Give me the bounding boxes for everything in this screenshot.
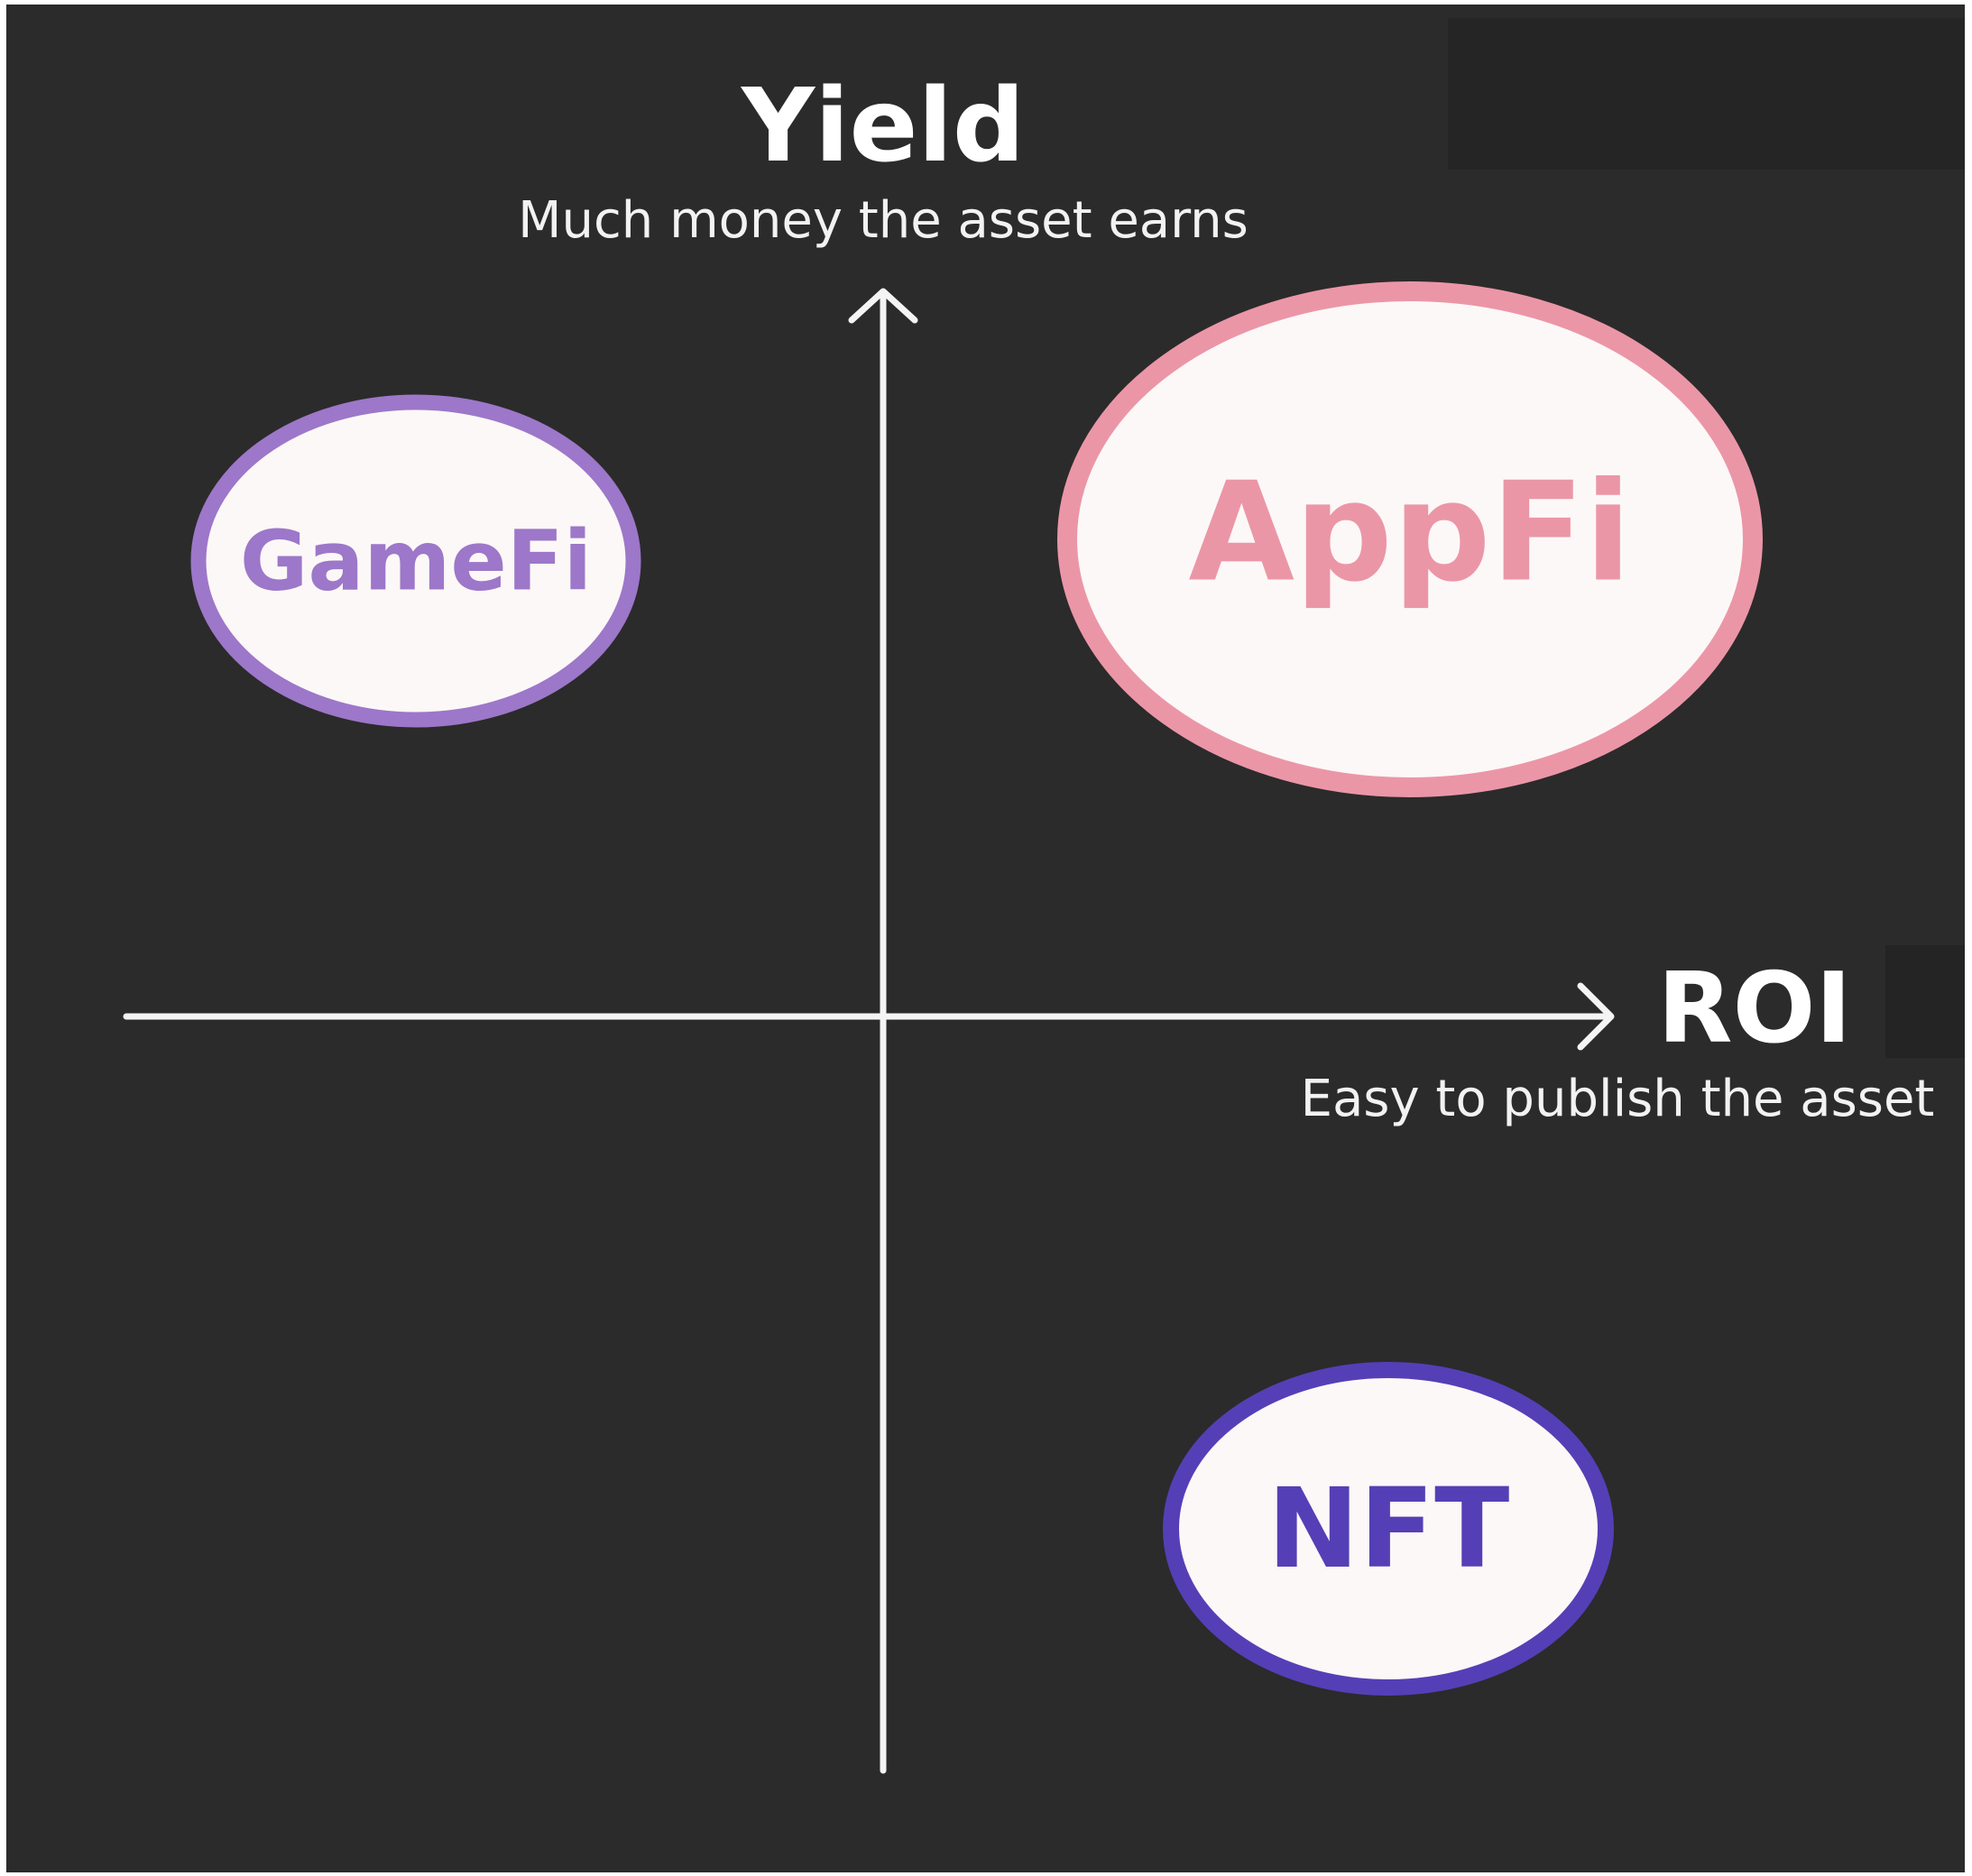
- bubble-outline: [190, 394, 641, 728]
- bubble-outline: [1057, 281, 1763, 797]
- bubble-gamefi: GameFi: [190, 394, 641, 728]
- x-axis-arrowhead: [1577, 982, 1615, 1051]
- bubble-label: NFT: [1267, 1465, 1510, 1593]
- diagram-frame: Yield Much money the asset earns ROI Eas…: [6, 5, 1965, 1872]
- bubble-appfi: AppFi: [1057, 281, 1763, 797]
- x-axis-title: ROI: [1657, 952, 1851, 1065]
- quadrant-diagram: Yield Much money the asset earns ROI Eas…: [123, 68, 1935, 1774]
- axes: [123, 288, 1615, 1774]
- bubble-nft: NFT: [1163, 1362, 1614, 1696]
- x-axis-subtitle: Easy to publish the asset: [1301, 1070, 1935, 1128]
- bubble-outline: [1163, 1362, 1614, 1696]
- bubble-label: AppFi: [1188, 453, 1631, 612]
- background-patch: [1448, 18, 1965, 170]
- bubble-label: GameFi: [240, 513, 592, 610]
- y-axis-title: Yield: [740, 68, 1025, 185]
- y-axis-subtitle: Much money the asset earns: [518, 191, 1249, 250]
- background-patch: [1885, 945, 1965, 1058]
- y-axis-arrowhead: [848, 288, 918, 324]
